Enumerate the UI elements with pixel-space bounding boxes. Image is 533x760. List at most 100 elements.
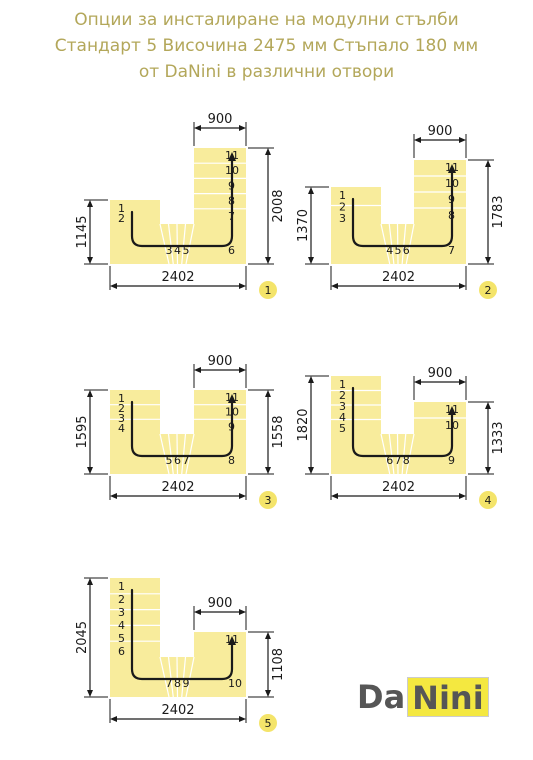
winder-seam xyxy=(380,433,391,475)
winder-seam xyxy=(388,433,395,475)
opening-dimension: 900 xyxy=(208,112,233,127)
step-number: 8 xyxy=(228,454,235,467)
step-number: 3 xyxy=(166,244,173,257)
danini-logo: Da Nini xyxy=(357,677,489,717)
dimension-arrow xyxy=(194,609,201,615)
winder-seam xyxy=(176,433,179,475)
step-number: 10 xyxy=(225,164,239,177)
winder-seam xyxy=(181,433,187,475)
dimension-arrow xyxy=(331,283,338,289)
winder-seam xyxy=(159,656,170,698)
step-number: 10 xyxy=(228,677,242,690)
step-number: 9 xyxy=(228,420,235,433)
step-number: 1 xyxy=(118,202,125,215)
winder-seam xyxy=(185,433,195,475)
dimension-arrow xyxy=(265,467,271,474)
step-number: 7 xyxy=(228,210,235,223)
step-number: 2 xyxy=(118,212,125,225)
step-number: 7 xyxy=(448,244,455,257)
winder-seam xyxy=(159,223,170,265)
step-number: 2 xyxy=(118,402,125,415)
diagram-badge xyxy=(479,491,497,509)
right-height-dimension: 1108 xyxy=(271,648,286,681)
winder-seam xyxy=(405,223,415,265)
dimension-arrow xyxy=(87,390,93,397)
step-number: 11 xyxy=(225,391,239,404)
width-dimension: 2402 xyxy=(161,480,194,495)
stair-body xyxy=(331,376,466,474)
step-number: 9 xyxy=(448,193,455,206)
step-number: 9 xyxy=(183,677,190,690)
left-height-dimension: 1370 xyxy=(296,209,311,242)
dimension-arrow xyxy=(87,257,93,264)
dimension-arrow xyxy=(265,690,271,697)
step-number: 9 xyxy=(448,454,455,467)
walking-line xyxy=(130,588,234,681)
step-number: 4 xyxy=(386,244,393,257)
step-number: 2 xyxy=(339,201,346,214)
winder-seam xyxy=(167,223,174,265)
step-number: 6 xyxy=(403,244,410,257)
stair-body xyxy=(331,160,466,264)
dimension-arrow xyxy=(459,493,466,499)
step-number: 7 xyxy=(395,454,402,467)
winder-seam xyxy=(167,656,174,698)
step-number: 4 xyxy=(118,422,125,435)
walking-arrow xyxy=(228,152,236,161)
walking-line xyxy=(351,168,454,248)
left-height-dimension: 1145 xyxy=(75,215,90,248)
stair-body xyxy=(110,390,246,474)
width-dimension: 2402 xyxy=(382,270,415,285)
left-height-dimension: 1595 xyxy=(75,415,90,448)
diagram-badge-number: 3 xyxy=(265,494,272,507)
step-number: 7 xyxy=(166,677,173,690)
dimension-arrow xyxy=(87,467,93,474)
diagram-badge-number: 5 xyxy=(265,717,272,730)
dimension-arrow xyxy=(265,257,271,264)
step-number: 5 xyxy=(395,244,402,257)
title-line-3: от DaNini в различни отвори xyxy=(138,62,395,82)
walking-line xyxy=(351,386,454,458)
dimension-arrow xyxy=(265,390,271,397)
diagram-badge-number: 4 xyxy=(485,494,492,507)
winder-seam xyxy=(185,656,195,698)
dimension-arrow xyxy=(308,376,314,383)
step-number: 6 xyxy=(118,645,125,658)
dimension-arrow xyxy=(485,257,491,264)
step-number: 11 xyxy=(225,633,239,646)
opening-dimension: 900 xyxy=(428,366,453,381)
step-number: 4 xyxy=(118,619,125,632)
step-number: 8 xyxy=(448,209,455,222)
winder-seam xyxy=(181,223,187,265)
dimension-arrow xyxy=(239,716,246,722)
diagram-badge xyxy=(259,714,277,732)
dimension-arrow xyxy=(194,367,201,373)
dimension-arrow xyxy=(331,493,338,499)
logo-nini: Nini xyxy=(407,677,489,717)
step-number: 11 xyxy=(225,149,239,162)
title-line-1: Опции за инсталиране на модулни стълби xyxy=(74,10,459,30)
step-number: 1 xyxy=(339,189,346,202)
dimension-arrow xyxy=(110,283,117,289)
right-height-dimension: 1783 xyxy=(491,195,506,228)
step-number: 11 xyxy=(445,403,459,416)
winder-seam xyxy=(401,433,407,475)
step-number: 10 xyxy=(445,177,459,190)
width-dimension: 2402 xyxy=(161,270,194,285)
dimension-arrow xyxy=(194,125,201,131)
step-number: 2 xyxy=(118,593,125,606)
step-number: 6 xyxy=(386,454,393,467)
opening-dimension: 900 xyxy=(428,124,453,139)
stair-body xyxy=(110,148,246,264)
winder-seam xyxy=(176,656,179,698)
step-number: 4 xyxy=(339,411,346,424)
step-number: 8 xyxy=(174,677,181,690)
walking-line xyxy=(130,156,234,248)
dimension-arrow xyxy=(308,257,314,264)
width-dimension: 2402 xyxy=(382,480,415,495)
dimension-arrow xyxy=(485,402,491,409)
winder-seam xyxy=(401,223,407,265)
